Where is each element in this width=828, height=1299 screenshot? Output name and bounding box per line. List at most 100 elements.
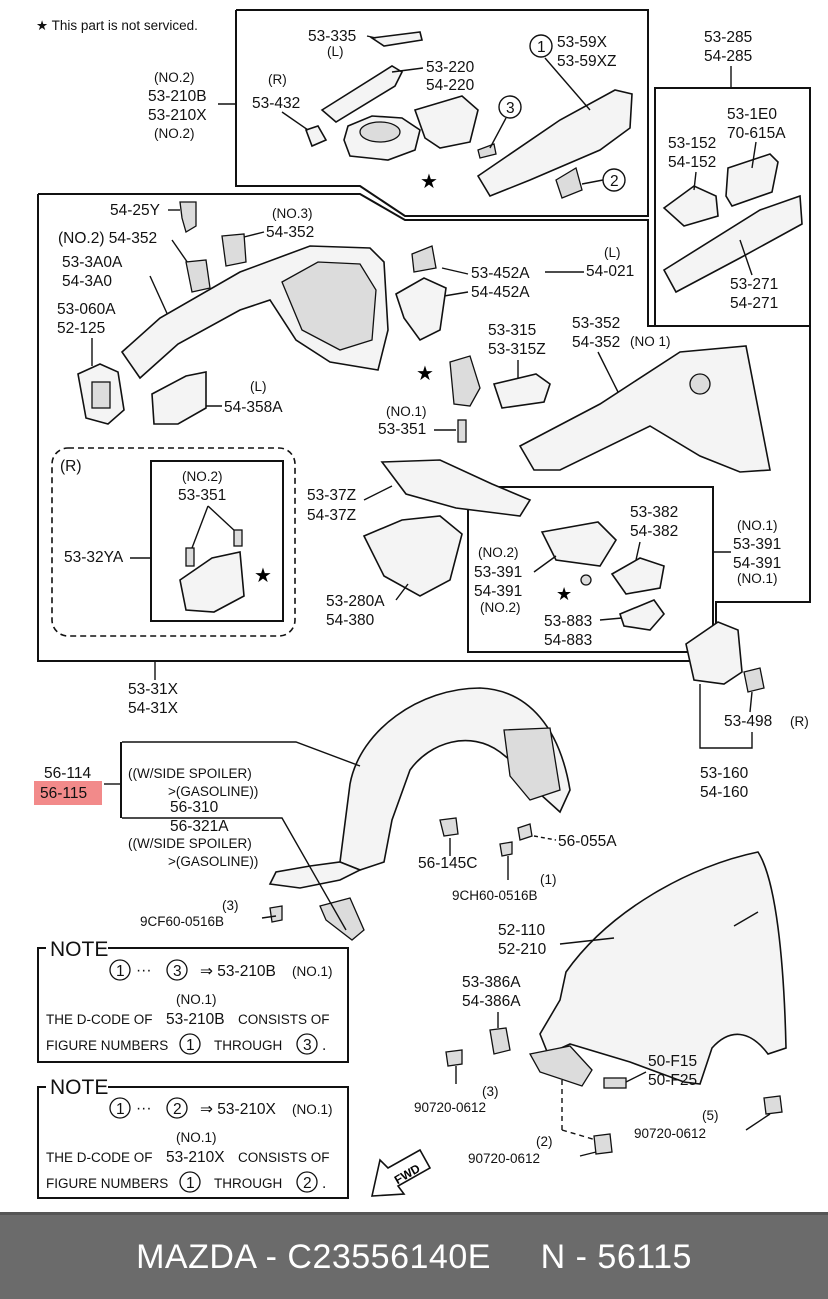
label-53-060A: 53-060A <box>57 301 116 318</box>
note-1-line2-mid: THROUGH <box>214 1038 282 1053</box>
leader <box>599 617 623 621</box>
leader <box>533 555 557 573</box>
leader <box>749 691 753 713</box>
bolt-9CH60 <box>499 841 513 857</box>
bracket-54-25Y <box>179 201 197 233</box>
label-no2-c: (NO.2) <box>182 469 223 484</box>
not-serviced-star-3: ★ <box>254 565 272 587</box>
bolt-90720-a <box>445 1049 463 1067</box>
label-53-391-a: 53-391 <box>733 536 781 553</box>
label-53-31X: 53-31X <box>128 681 179 698</box>
leader <box>122 817 347 931</box>
label-53-315: 53-315 <box>488 322 536 339</box>
label-56-115: 56-115 <box>40 785 87 802</box>
bracket-54-352-b <box>185 259 211 293</box>
note-2-code: ⇒ 53-210X <box>200 1101 277 1118</box>
note-2-line2-mid: THROUGH <box>214 1176 282 1191</box>
label-no2-a: (NO.2) <box>154 70 195 85</box>
label-53-285: 53-285 <box>704 29 752 46</box>
label-53-335-side: (L) <box>327 44 344 59</box>
label-54-358A: 54-358A <box>224 399 283 416</box>
bracket-hole <box>91 381 111 409</box>
note-1-no: (NO.1) <box>176 992 217 1007</box>
label-53-160: 53-160 <box>700 765 749 782</box>
main-group-frame <box>37 193 811 662</box>
apron-upper-53-210 <box>413 95 479 149</box>
label-90720-0612-c: 90720-0612 <box>468 1151 540 1166</box>
label-54-391-a: 54-391 <box>733 555 781 572</box>
footer-bar: MAZDA - C23556140E N - 56115 <box>0 1212 828 1299</box>
label-q3a: (3) <box>222 898 239 913</box>
bracket-53-452A <box>395 277 447 342</box>
panel-53-37Z <box>380 459 532 517</box>
note-1-circle-c <box>179 1033 201 1055</box>
rail-hole <box>689 373 711 395</box>
leader <box>191 505 209 549</box>
label-53-432: 53-432 <box>252 95 300 112</box>
leader <box>544 57 591 111</box>
label-54-285: 54-285 <box>704 48 752 65</box>
label-no1-a: (NO 1) <box>630 334 671 349</box>
leader <box>281 111 309 131</box>
legend-text: ★ This part is not serviced. <box>36 18 198 33</box>
bracket-53-32YA <box>179 551 245 613</box>
label-52-210: 52-210 <box>498 941 547 958</box>
label-54-391-b: 54-391 <box>474 583 522 600</box>
note-2-code-no: (NO.1) <box>292 1102 333 1117</box>
not-serviced-star-1: ★ <box>420 171 438 193</box>
label-L-1: (L) <box>250 379 267 394</box>
lower-rail-53-352 <box>518 345 771 473</box>
bracket-53-1E0 <box>725 153 779 207</box>
label-54-452A: 54-452A <box>471 284 530 301</box>
note-1-line2-a: FIGURE NUMBERS <box>46 1038 168 1053</box>
label-53-315Z: 53-315Z <box>488 341 546 358</box>
note-1-line2-n2: 3 <box>303 1037 312 1054</box>
clip-50-F15 <box>603 1077 627 1089</box>
bracket-53-432 <box>304 125 328 148</box>
leader <box>579 1151 597 1157</box>
wheel-opening-inner <box>281 261 377 351</box>
leader <box>207 505 237 533</box>
bracket-fender-lower <box>528 1045 593 1087</box>
label-53-210X: 53-210X <box>148 107 207 124</box>
label-53-1E0: 53-1E0 <box>727 106 777 123</box>
label-52-125: 52-125 <box>57 320 105 337</box>
label-53-59XZ: 53-59XZ <box>557 53 616 70</box>
label-53-432-side: (R) <box>268 72 287 87</box>
bracket-53-883 <box>619 599 666 631</box>
note-1-circle-a <box>109 959 131 981</box>
label-54-271: 54-271 <box>730 295 778 312</box>
label-L-2: (L) <box>604 245 621 260</box>
bolt-rh-a <box>185 547 195 567</box>
leader <box>489 117 507 149</box>
leader <box>443 291 469 297</box>
label-54-386A: 54-386A <box>462 993 521 1010</box>
label-54-3A0: 54-3A0 <box>62 273 112 290</box>
bracket-53-315 <box>492 373 551 409</box>
note-1-to: 3 <box>173 963 182 980</box>
bracket-53-280A <box>362 515 463 597</box>
note-1-circle-d <box>296 1033 318 1055</box>
label-54-352-c: 54-352 <box>572 334 620 351</box>
note-1: NOTE 1 ··· 3 ⇒ 53-210B (NO.1) (NO.1) THE… <box>37 938 349 1063</box>
label-54-352-a: 54-352 <box>266 224 314 241</box>
leader <box>559 937 615 945</box>
clip <box>580 574 592 586</box>
fender-vent <box>733 911 759 927</box>
label-50-F15: 50-F15 <box>648 1053 697 1070</box>
leader <box>693 171 697 191</box>
label-53-382: 53-382 <box>630 504 678 521</box>
bolt-9CF60 <box>269 905 283 923</box>
note-2-title: NOTE <box>50 1076 108 1099</box>
label-no1-d: (NO.1) <box>737 571 778 586</box>
note-2-circle-b <box>166 1097 188 1119</box>
leader <box>635 541 641 561</box>
label-53-352: 53-352 <box>572 315 620 332</box>
label-q1: (1) <box>540 872 557 887</box>
label-54-382: 54-382 <box>630 523 678 540</box>
label-53-152: 53-152 <box>668 135 716 152</box>
leader <box>625 1071 647 1083</box>
bracket-54-358A <box>151 371 207 425</box>
callout-circle-1 <box>529 34 553 58</box>
label-53-335: 53-335 <box>308 28 356 45</box>
